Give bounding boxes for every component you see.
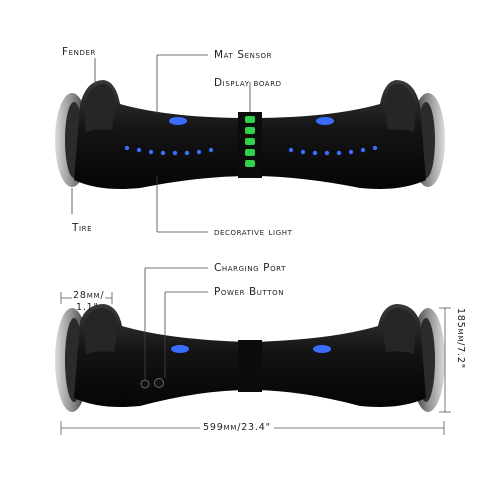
board-side-view bbox=[55, 304, 445, 412]
label-fender-width-inches: 1.1" bbox=[76, 302, 99, 313]
decorative-light-right bbox=[288, 145, 378, 156]
left-fender bbox=[84, 84, 116, 132]
label-mat-sensor: Mat Sensor bbox=[214, 49, 273, 61]
board-top-view bbox=[55, 80, 445, 189]
mat-sensor-right bbox=[316, 117, 334, 125]
label-display-board: Display board bbox=[214, 77, 282, 89]
label-height: 185mm/7.2" bbox=[455, 308, 466, 369]
label-fender: Fender bbox=[62, 46, 96, 58]
label-decorative-light: decorative light bbox=[214, 226, 293, 238]
mat-sensor-left bbox=[169, 117, 187, 125]
power-button bbox=[154, 378, 164, 388]
decorative-light-left bbox=[124, 145, 214, 156]
right-fender bbox=[384, 84, 416, 132]
leader-lines-top bbox=[71, 54, 251, 233]
display-board bbox=[245, 116, 255, 167]
label-tire: Tire bbox=[72, 222, 93, 234]
label-charging-port: Charging Port bbox=[214, 262, 287, 274]
leader-lines-bottom bbox=[144, 267, 208, 380]
label-power-button: Power Button bbox=[214, 286, 285, 298]
label-length: 599mm/23.4" bbox=[200, 422, 274, 434]
charging-port bbox=[140, 379, 150, 389]
label-fender-width: 28mm/ bbox=[72, 290, 106, 302]
